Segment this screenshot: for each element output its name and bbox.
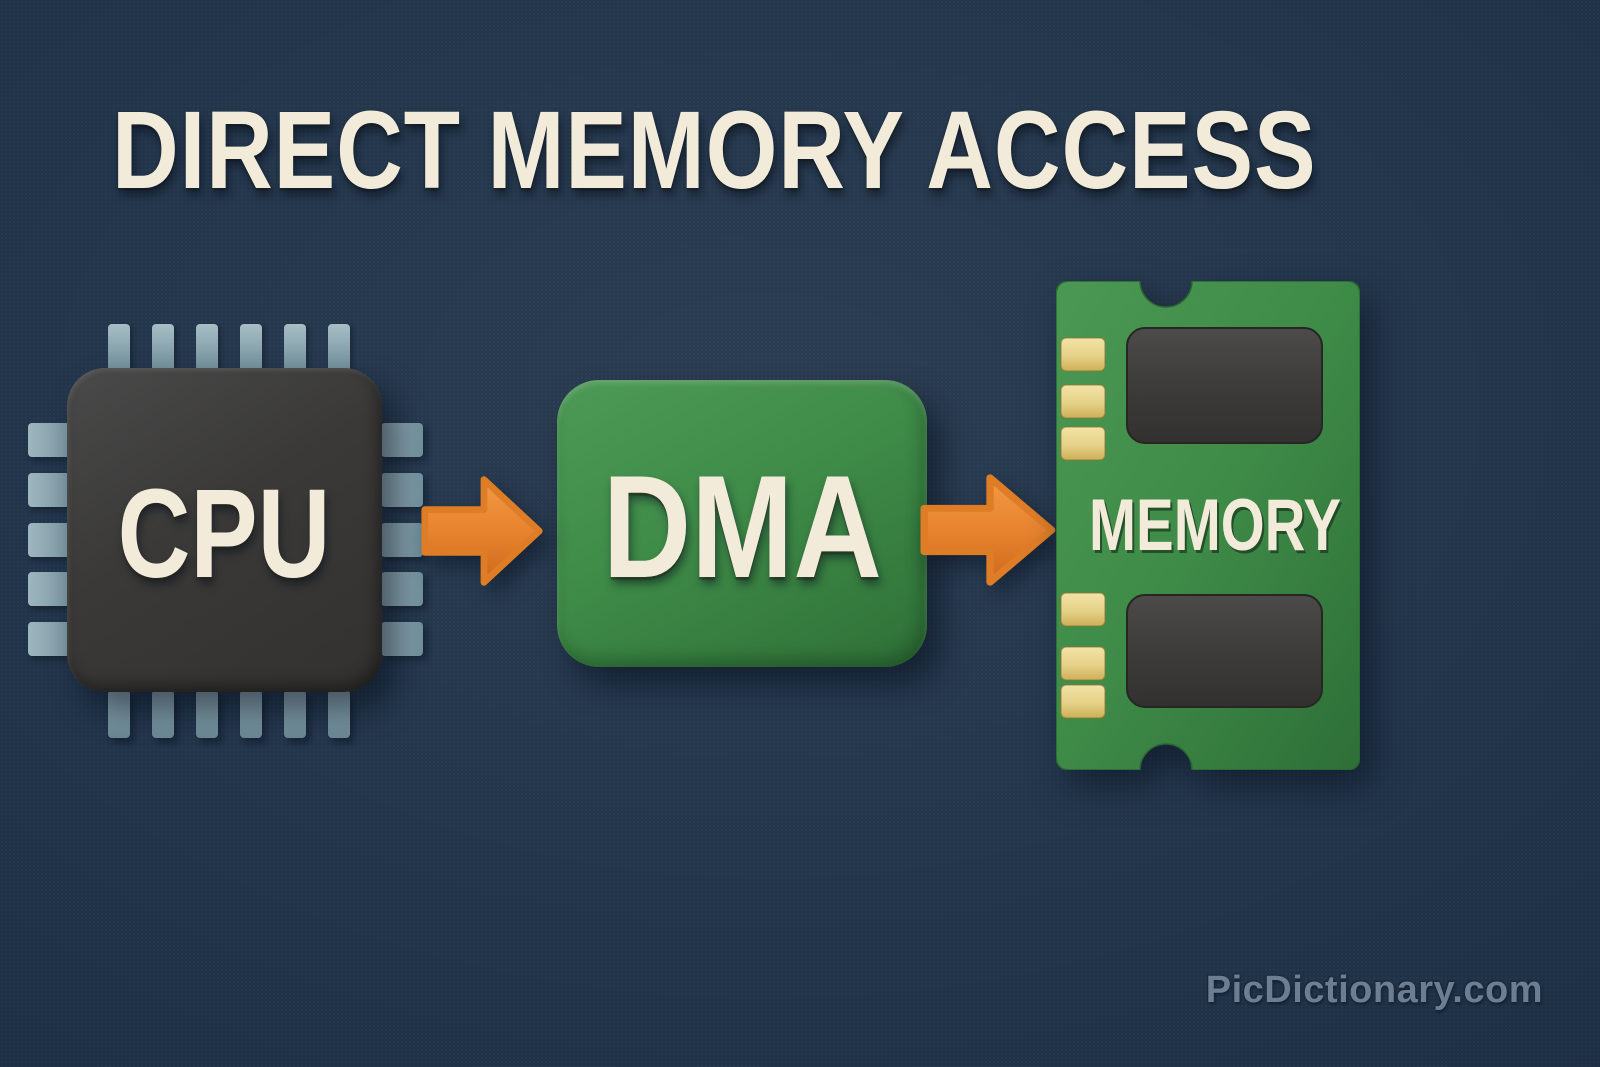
- memory-chip: [1126, 594, 1323, 708]
- cpu-pin: [284, 324, 306, 374]
- cpu-pin: [28, 523, 70, 557]
- gold-contact: [1060, 592, 1106, 627]
- cpu-pin: [240, 690, 262, 738]
- cpu-pins: [28, 324, 423, 738]
- page-title: DIRECT MEMORY ACCESS: [112, 89, 1317, 212]
- arrow-shape: [421, 476, 543, 586]
- cpu-pin: [152, 690, 174, 738]
- cpu-pin: [28, 473, 70, 507]
- cpu-pin: [381, 473, 423, 507]
- cpu-pin: [28, 622, 70, 656]
- gold-contact: [1060, 426, 1106, 461]
- cpu-pin: [108, 690, 130, 738]
- arrow-dma-to-memory-icon: [920, 474, 1056, 586]
- cpu-body: CPU: [67, 368, 382, 692]
- memory-module: MEMORY MEMORY: [1056, 281, 1360, 770]
- memory-label-shadow: MEMORY: [1091, 488, 1343, 569]
- cpu-pin: [108, 324, 130, 374]
- cpu-pin: [381, 423, 423, 457]
- cpu-pin: [328, 690, 350, 738]
- cpu-pin: [284, 690, 306, 738]
- cpu-pin: [381, 523, 423, 557]
- cpu-chip: CPU: [28, 324, 423, 738]
- cpu-pin: [381, 622, 423, 656]
- gold-contact: [1060, 646, 1106, 681]
- dma-box: DMA: [557, 380, 927, 667]
- watermark: PicDictionary.com: [1205, 969, 1543, 1011]
- cpu-pin: [381, 572, 423, 606]
- cpu-pin: [152, 324, 174, 374]
- memory-label: MEMORY: [1089, 485, 1341, 566]
- cpu-pin: [196, 690, 218, 738]
- arrow-shape: [920, 474, 1056, 586]
- arrow-cpu-to-dma-icon: [421, 476, 543, 586]
- gold-contact: [1060, 337, 1106, 372]
- cpu-pin: [28, 572, 70, 606]
- cpu-pin: [196, 324, 218, 374]
- gold-contact: [1060, 384, 1106, 419]
- gold-contact: [1060, 684, 1106, 719]
- cpu-pin: [28, 423, 70, 457]
- cpu-pin: [328, 324, 350, 374]
- cpu-label: CPU: [118, 463, 331, 604]
- cpu-pin: [240, 324, 262, 374]
- dma-label: DMA: [602, 444, 882, 608]
- memory-chip: [1126, 327, 1323, 444]
